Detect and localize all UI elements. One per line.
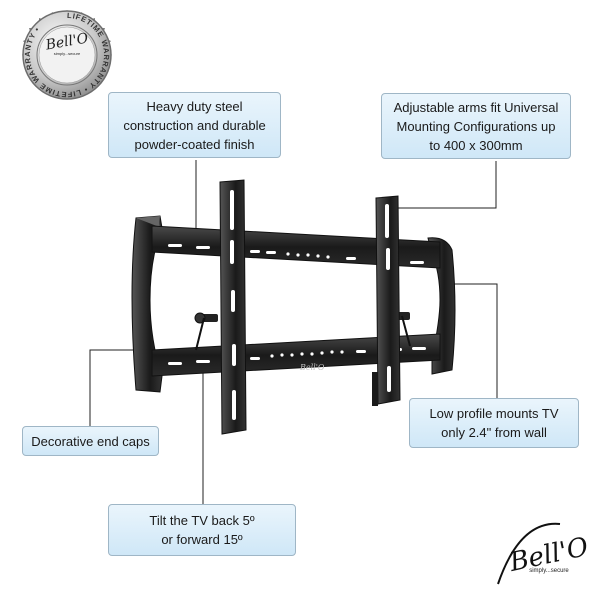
callout-end-caps: Decorative end caps — [22, 426, 159, 456]
callout-line: Tilt the TV back 5º — [149, 513, 255, 528]
callout-line: powder-coated finish — [134, 136, 255, 152]
right-vertical-arm — [372, 195, 401, 406]
brand-logo: Bell'O simply...secure — [503, 532, 595, 578]
bello-logo-mark — [497, 522, 561, 585]
right-end-cap — [427, 237, 456, 375]
rail-brand-mark: Bell'O — [299, 363, 325, 372]
callout-line: Low profile mounts TV — [429, 406, 559, 421]
callout-line: to 400 x 300mm — [429, 137, 523, 153]
callout-low-profile: Low profile mounts TV only 2.4" from wal… — [409, 398, 579, 448]
seal-center: Bell'O simply...secure — [36, 30, 98, 56]
callout-adjustable-arms: Adjustable arms fit Universal Mounting C… — [381, 93, 571, 159]
callout-line: Adjustable arms fit Universal — [393, 99, 559, 115]
left-vertical-arm — [219, 179, 247, 435]
left-end-cap — [131, 215, 163, 393]
callout-line: Mounting Configurations up — [396, 118, 556, 134]
callout-line: construction and durable — [123, 117, 266, 133]
warranty-seal: LIFETIME WARRANTY • LIFETIME WARRANTY • — [22, 10, 112, 100]
brand-logo-tagline: simply...secure — [529, 568, 569, 574]
callout-steel-construction: Heavy duty steel construction and durabl… — [108, 92, 281, 158]
callout-line: Decorative end caps — [31, 433, 150, 449]
callout-line: Heavy duty steel — [146, 98, 243, 114]
callout-leader-lines — [89, 160, 498, 504]
callout-line: only 2.4" from wall — [441, 425, 547, 440]
callout-tilt: Tilt the TV back 5º or forward 15º — [108, 504, 296, 556]
seal-tagline: simply...secure — [53, 51, 81, 56]
callout-line: or forward 15º — [161, 532, 243, 547]
